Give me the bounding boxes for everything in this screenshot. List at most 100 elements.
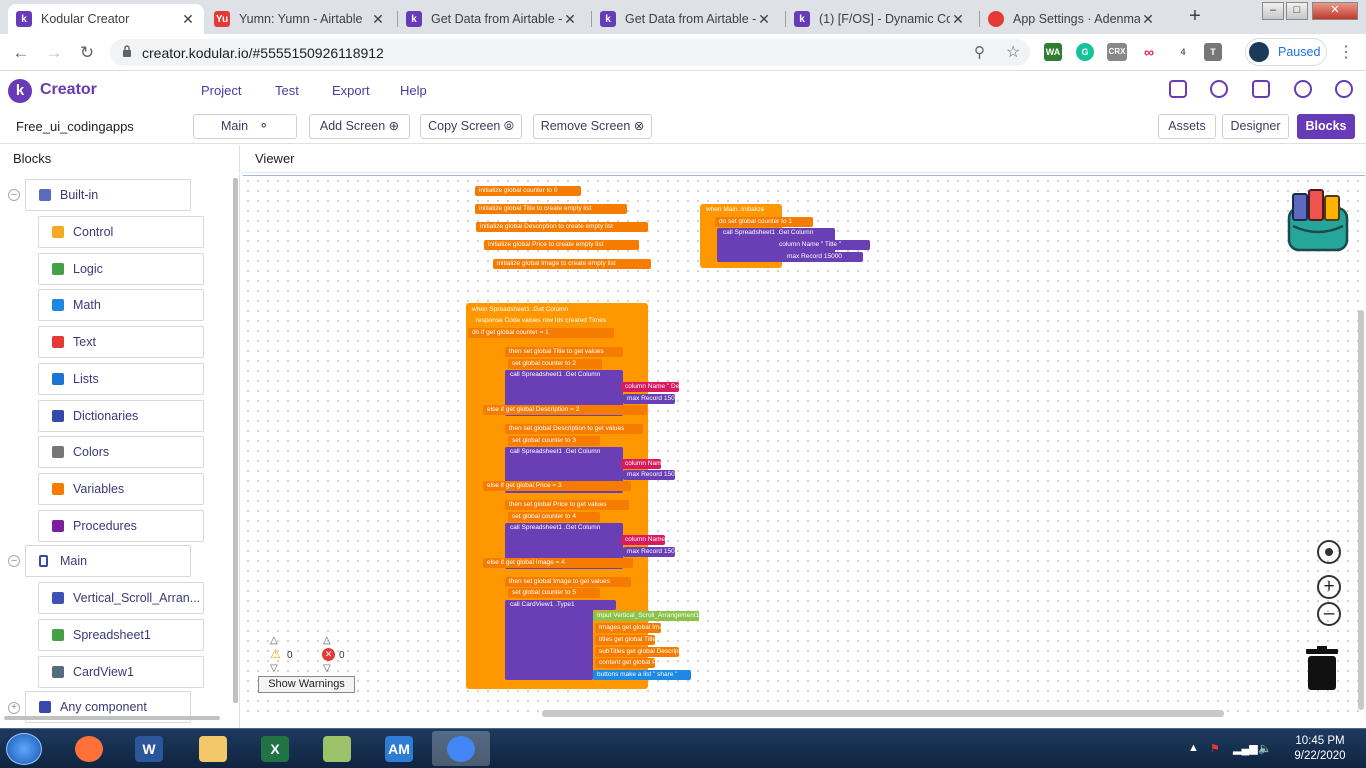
bookmark-star-icon[interactable]: ☆ xyxy=(1006,44,1021,61)
reload-icon[interactable]: ↻ xyxy=(79,43,95,62)
main-tree-item[interactable]: Main xyxy=(25,545,191,577)
code-block-r9[interactable]: call Spreadsheet1 .Get Column xyxy=(506,447,620,457)
inkscape-app-icon-button[interactable] xyxy=(314,731,360,766)
code-block-r13[interactable]: then set global Price to get values xyxy=(505,500,629,510)
excel-app-icon-button[interactable]: X xyxy=(252,731,298,766)
component-item[interactable]: Spreadsheet1 xyxy=(38,619,204,651)
collapse-main-icon[interactable]: – xyxy=(8,555,20,567)
grammarly-extension-icon[interactable]: G xyxy=(1076,43,1094,61)
assets-button[interactable]: Assets xyxy=(1158,114,1216,139)
block-column-name-title[interactable]: column Name " Title " xyxy=(775,240,870,250)
trash-icon[interactable] xyxy=(1305,646,1339,692)
menu-export[interactable]: Export xyxy=(332,83,370,98)
browser-tab[interactable]: k(1) [F/OS] - Dynamic Co✕ xyxy=(786,4,974,34)
explorer-app-icon-button[interactable] xyxy=(190,731,236,766)
firefox-app-icon-button[interactable] xyxy=(66,731,112,766)
code-block-r15[interactable]: call Spreadsheet1 .Get Column xyxy=(506,523,620,533)
browser-menu-icon[interactable]: ⋮ xyxy=(1338,44,1354,61)
code-block-r14[interactable]: set global counter to 4 xyxy=(508,512,600,522)
add-screen-button[interactable]: Add Screen ⊕ xyxy=(309,114,410,139)
network-error-icon[interactable]: ⚑ xyxy=(1210,743,1220,755)
code-block-r10[interactable]: column Name " Price " xyxy=(621,459,661,469)
volume-icon[interactable]: 🔈 xyxy=(1258,743,1272,755)
panel-horizontal-scrollbar[interactable] xyxy=(4,716,220,720)
expand-any-icon[interactable]: + xyxy=(8,702,20,714)
workspace-horizontal-scrollbar[interactable] xyxy=(542,710,1224,717)
code-block-r3[interactable]: call Spreadsheet1 .Get Column xyxy=(506,370,620,380)
code-block-r1[interactable]: then set global Title to get values xyxy=(505,347,623,357)
tab-close-icon[interactable]: ✕ xyxy=(1142,10,1154,27)
new-tab-button[interactable]: + xyxy=(1189,5,1201,27)
block-init-description[interactable]: initialize global Description to create … xyxy=(476,222,648,232)
block-init-image[interactable]: initialize global Image to create empty … xyxy=(493,259,651,269)
code-block-r21[interactable]: call CardView1 .Type1 xyxy=(506,600,616,610)
collapse-builtin-icon[interactable]: – xyxy=(8,189,20,201)
block-max-record-1[interactable]: max Record 15000 xyxy=(783,252,863,262)
block-init-price[interactable]: initialize global Price to create empty … xyxy=(484,240,639,250)
folder-star-icon[interactable] xyxy=(1169,80,1187,98)
block-init-title[interactable]: initialize global Title to create empty … xyxy=(475,204,627,214)
tab-close-icon[interactable]: ✕ xyxy=(182,10,194,27)
code-block-r17[interactable]: max Record 15000 xyxy=(623,547,675,557)
code-block-r6[interactable]: else if get global Description = 2 xyxy=(483,405,647,415)
block-if-counter-1[interactable]: do if get global counter = 1 xyxy=(468,328,614,338)
menu-project[interactable]: Project xyxy=(201,83,242,98)
category-control[interactable]: Control xyxy=(38,216,204,248)
recenter-icon[interactable] xyxy=(1317,540,1341,564)
url-omnibox[interactable]: creator.kodular.io/#5555150926118912 ⚲ ☆ xyxy=(110,39,1030,66)
menu-help[interactable]: Help xyxy=(400,83,427,98)
text-extension-icon[interactable]: T xyxy=(1204,43,1222,61)
code-block-r22[interactable]: Input Vertical_Scroll_Arrangement1 xyxy=(593,611,699,621)
browser-tab[interactable]: App Settings · Adenmart✕ xyxy=(980,4,1164,34)
workspace-vertical-scrollbar[interactable] xyxy=(1358,310,1364,710)
error-up-arrow-icon[interactable]: △ xyxy=(323,635,331,646)
tab-close-icon[interactable]: ✕ xyxy=(564,10,576,27)
code-block-r11[interactable]: max Record 15000 xyxy=(623,470,675,480)
infinity-extension-icon[interactable]: ∞ xyxy=(1140,43,1158,61)
backpack-icon[interactable] xyxy=(1283,186,1353,254)
code-block-r18[interactable]: else if get global Image = 4 xyxy=(483,558,633,568)
docs-icon[interactable] xyxy=(1252,80,1270,98)
code-block-r24[interactable]: titles get global Title xyxy=(595,635,655,645)
appmaker-app-icon-button[interactable]: AM xyxy=(376,731,422,766)
zoom-search-icon[interactable]: ⚲ xyxy=(974,44,985,61)
back-arrow-icon[interactable]: ← xyxy=(12,43,30,62)
code-block-r5[interactable]: max Record 15000 xyxy=(623,394,675,404)
system-clock[interactable]: 10:45 PM 9/22/2020 xyxy=(1285,734,1355,764)
warning-down-arrow-icon[interactable]: ▽ xyxy=(270,663,278,674)
code-block-r26[interactable]: content get global Price xyxy=(595,658,655,668)
panel-vertical-scrollbar[interactable] xyxy=(233,178,238,703)
code-block-r16[interactable]: column Name " Image " xyxy=(621,535,665,545)
block-set-counter-1[interactable]: do set global counter to 1 xyxy=(715,217,813,227)
code-block-r27[interactable]: buttons make a list " share " xyxy=(593,670,691,680)
whatsapp-extension-icon[interactable]: WA xyxy=(1044,43,1062,61)
code-block-r2[interactable]: set global counter to 2 xyxy=(508,359,602,369)
category-variables[interactable]: Variables xyxy=(38,472,204,505)
menu-test[interactable]: Test xyxy=(275,83,299,98)
category-dictionaries[interactable]: Dictionaries xyxy=(38,399,204,432)
copy-screen-button[interactable]: Copy Screen ⦾ xyxy=(420,114,522,139)
tab-close-icon[interactable]: ✕ xyxy=(758,10,770,27)
code-block-r23[interactable]: Images get global Image xyxy=(595,623,661,633)
forward-arrow-icon[interactable]: → xyxy=(45,43,63,62)
signal-icon[interactable]: ▂▄▆ xyxy=(1233,743,1258,755)
chrome-app-icon-button[interactable] xyxy=(432,731,490,766)
error-down-arrow-icon[interactable]: ▽ xyxy=(323,663,331,674)
profile-paused-button[interactable]: Paused xyxy=(1245,38,1327,66)
zoom-out-icon[interactable]: – xyxy=(1317,602,1341,626)
category-math[interactable]: Math xyxy=(38,289,204,322)
category-procedures[interactable]: Procedures xyxy=(38,509,204,542)
category-lists[interactable]: Lists xyxy=(38,362,204,395)
word-app-icon-button[interactable]: W xyxy=(126,731,172,766)
designer-button[interactable]: Designer xyxy=(1222,114,1289,139)
component-item[interactable]: CardView1 xyxy=(38,656,204,688)
tab-close-icon[interactable]: ✕ xyxy=(952,10,964,27)
warning-up-arrow-icon[interactable]: △ xyxy=(270,635,278,646)
category-logic[interactable]: Logic xyxy=(38,252,204,285)
start-button[interactable] xyxy=(6,733,42,765)
code-block-r8[interactable]: set global counter to 3 xyxy=(508,436,600,446)
